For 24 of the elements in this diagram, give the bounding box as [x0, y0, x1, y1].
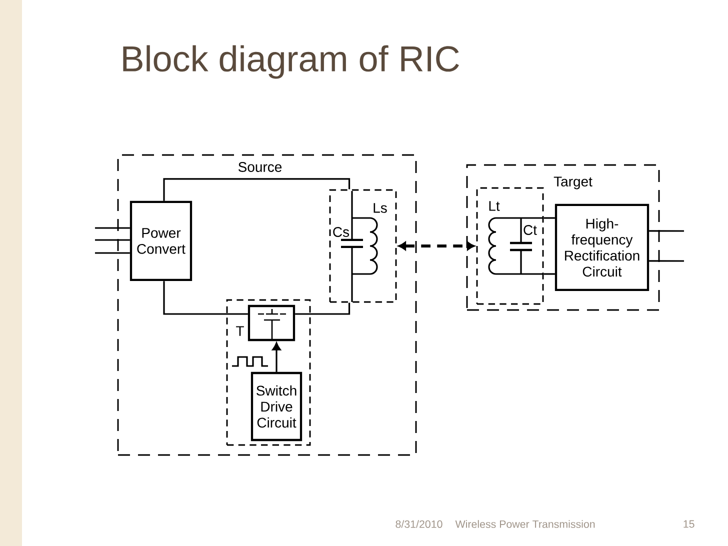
arrow	[398, 242, 475, 250]
footer-text: Wireless Power Transmission	[455, 520, 595, 528]
arrow	[272, 342, 281, 372]
wire	[95, 252, 130, 254]
dashed-box: Lt Ct	[476, 187, 544, 305]
dashed-box	[226, 299, 311, 446]
wire	[544, 217, 555, 219]
wire	[163, 178, 350, 201]
block-box: High-frequency Rectification Circuit	[554, 204, 650, 292]
block-box: Power Convert	[130, 200, 192, 282]
block-box: Switch Drive Circuit	[250, 372, 302, 442]
wire	[649, 230, 684, 232]
wire	[544, 273, 555, 275]
wire	[649, 260, 684, 262]
wire	[95, 239, 130, 241]
dashed-box: Ls Cs	[329, 189, 397, 303]
wire	[163, 281, 248, 315]
wire	[95, 227, 130, 229]
wire	[295, 302, 350, 315]
title: Block diagram of RIC	[123, 45, 459, 79]
part-label: T	[236, 326, 244, 336]
footer-text: 15	[684, 520, 694, 528]
transistor-box	[248, 304, 296, 342]
footer-text: 8/31/2010	[396, 520, 442, 528]
